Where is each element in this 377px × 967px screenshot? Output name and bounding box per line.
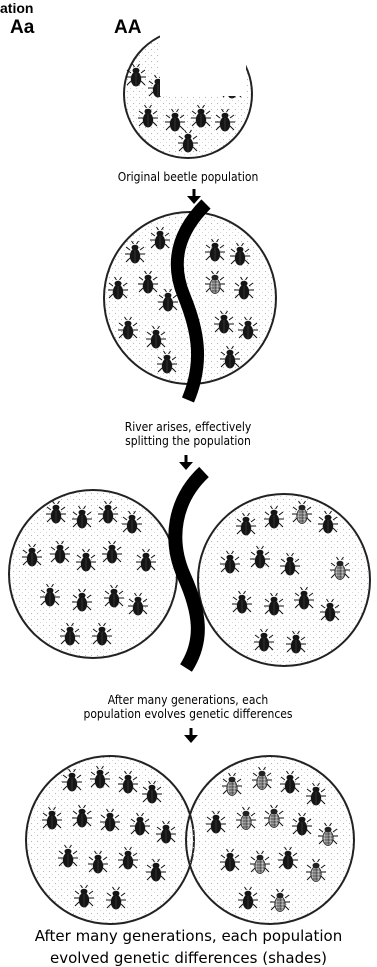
header-title-fragment: ation	[0, 0, 33, 16]
down-arrow-icon	[179, 455, 193, 470]
population-circle-right	[198, 494, 370, 666]
caption-step2-line2: splitting the population	[80, 434, 296, 448]
population-river-split	[104, 204, 276, 400]
caption-step2-line1: River arises, effectively	[80, 420, 296, 434]
caption-step1: Original beetle population	[98, 170, 278, 184]
population-divergence	[9, 472, 370, 668]
down-arrow-icon	[184, 728, 198, 743]
caption-step3-line1: After many generations, each	[44, 693, 332, 707]
population-circle-left	[9, 490, 177, 658]
genotype-label-left: Aa	[10, 17, 34, 39]
down-arrow-icon	[187, 189, 201, 204]
header-overlay	[160, 18, 246, 96]
caption-step4-line2: evolved genetic differences (shades)	[0, 950, 377, 967]
caption-step3-line2: population evolves genetic differences	[35, 707, 341, 721]
population-diverged	[26, 756, 354, 924]
caption-step4-line1: After many generations, each population	[0, 928, 377, 945]
genotype-label-right: AA	[114, 17, 141, 39]
